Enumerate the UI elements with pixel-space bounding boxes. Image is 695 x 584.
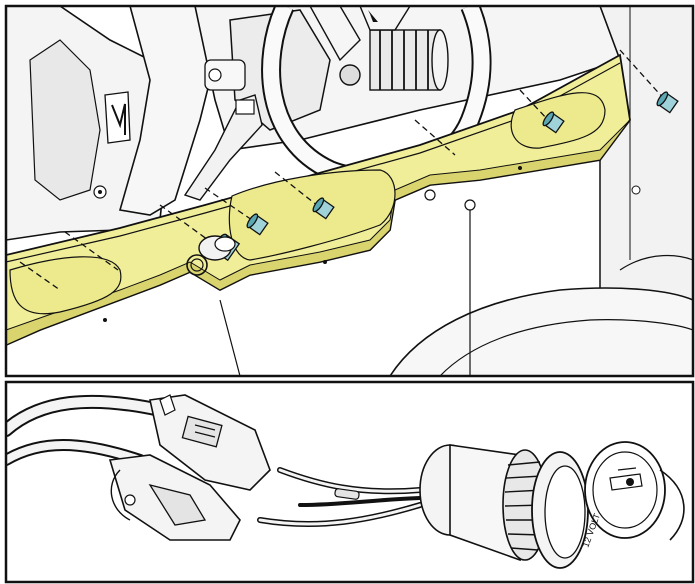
wire-splice (334, 488, 360, 500)
panel-cutout-center (228, 169, 396, 261)
top-panel-frame (4, 4, 695, 378)
push-pin-4 (542, 111, 565, 134)
steering-column (183, 9, 449, 201)
wire-connector-lower (108, 454, 241, 541)
push-pin-5 (656, 91, 679, 114)
panel-cutout-left (9, 256, 122, 315)
wire-harness (6, 394, 423, 527)
bottom-panel-frame (4, 380, 695, 584)
column-boot (339, 29, 449, 91)
wire-connector-upper (149, 394, 271, 491)
seat (389, 287, 693, 376)
push-pin-3 (312, 197, 335, 220)
bottom-panel: 12 VOLT (6, 382, 693, 582)
fastener-leader-lines (19, 49, 666, 291)
push-pin-2 (246, 213, 269, 236)
power-outlet-socket: 12 VOLT (419, 441, 685, 569)
top-panel (6, 6, 693, 376)
panel-power-outlet (198, 235, 236, 261)
